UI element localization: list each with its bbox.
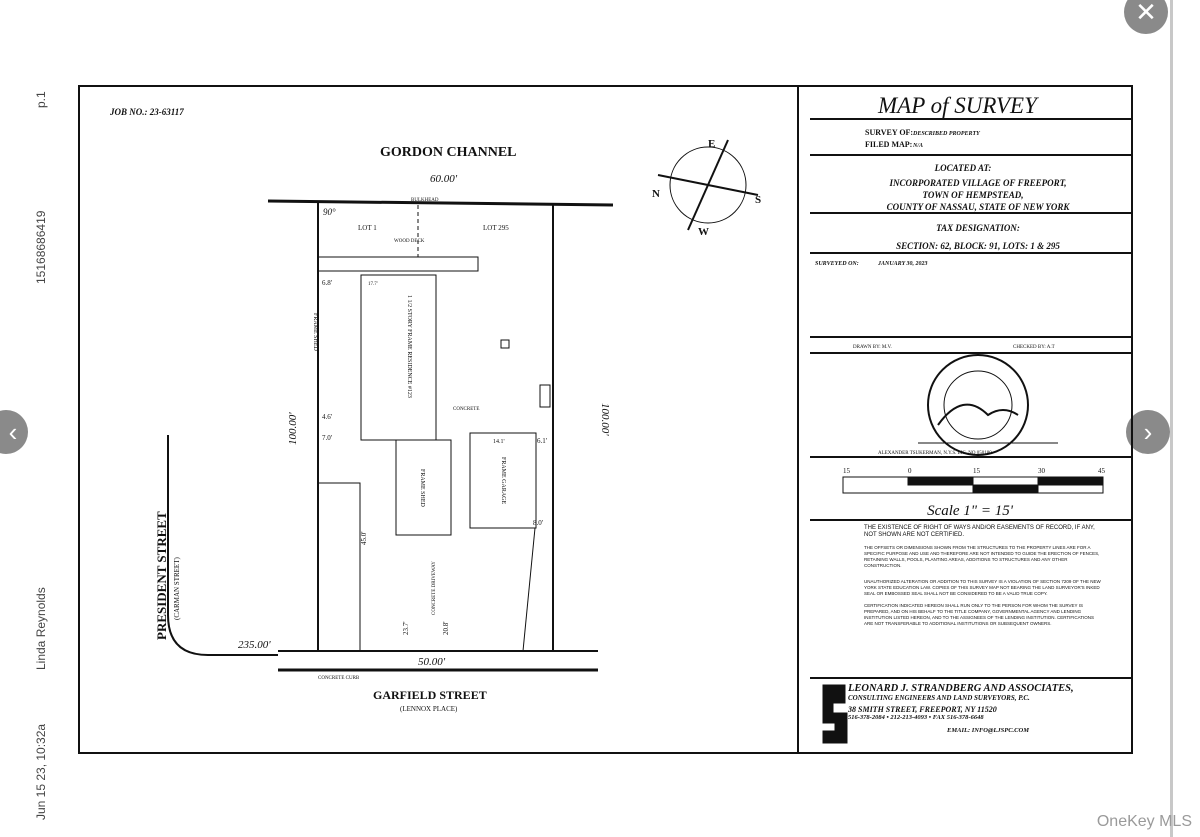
top-dimension: 60.00' xyxy=(430,173,458,185)
concrete-curb-label: CONCRETE CURB xyxy=(318,676,360,681)
close-button[interactable]: ✕ xyxy=(1124,0,1168,34)
surveyor-name: ALEXANDER TSUKERMAN, N.Y.S. LIC. NO 0501… xyxy=(878,451,992,456)
surveyed-on-value: JANUARY 30, 2023 xyxy=(877,261,928,267)
chevron-left-icon: ‹ xyxy=(8,416,18,447)
survey-title: MAP of SURVEY xyxy=(877,93,1039,118)
firm-email: EMAIL: INFO@LJSPC.COM xyxy=(947,727,1029,734)
compass-n: N xyxy=(652,188,660,200)
concrete-label: CONCRETE xyxy=(453,407,479,412)
close-icon: ✕ xyxy=(1135,0,1157,27)
firm-address: 38 SMITH STREET, FREEPORT, NY 11520 xyxy=(848,705,997,714)
corner-dimension: 235.00' xyxy=(238,639,271,651)
compass-w: W xyxy=(698,226,709,238)
south-street-alt: (LENNOX PLACE) xyxy=(400,705,458,713)
viewer-divider xyxy=(1170,0,1173,837)
dimension: 20.8' xyxy=(442,621,450,635)
dimension: 4.6' xyxy=(322,413,332,421)
fax-datetime: Jun 15 23, 10:32a xyxy=(34,723,48,820)
bottom-dimension: 50.00' xyxy=(418,656,446,668)
location-line: INCORPORATED VILLAGE OF FREEPORT, xyxy=(888,178,1066,188)
firm-block: LS LEONARD J. STRANDBERG AND ASSOCIATES,… xyxy=(848,683,1128,734)
location-line: TOWN OF HEMPSTEAD, xyxy=(923,190,1024,200)
located-at-label: LOCATED AT: xyxy=(934,163,992,173)
dimension: 6.8' xyxy=(322,279,332,287)
south-street-label: GARFIELD STREET xyxy=(373,688,487,702)
west-street-label: PRESIDENT STREET xyxy=(154,511,169,640)
fax-page: p.1 xyxy=(34,91,48,108)
firm-subtitle: CONSULTING ENGINEERS AND LAND SURVEYORS,… xyxy=(848,694,1030,702)
wood-deck-label: WOOD DECK xyxy=(394,239,425,244)
frame-shed-label: FRAME SHED xyxy=(419,469,425,508)
scale-label: Scale 1" = 15' xyxy=(927,503,1014,519)
scale-tick: 30 xyxy=(1038,467,1046,475)
watermark: OneKey MLS xyxy=(1096,813,1192,830)
residence-label: 1 1/2 STORY FRAME RESIDENCE #123 xyxy=(406,295,412,398)
dimension: 23.7' xyxy=(402,621,410,635)
drawn-by: DRAWN BY: M.V. xyxy=(853,345,892,350)
compass-e: E xyxy=(708,138,715,150)
tax-designation-label: TAX DESIGNATION: xyxy=(936,223,1020,233)
scale-tick: 15 xyxy=(973,467,981,475)
dimension: 8.0' xyxy=(533,519,543,527)
frame-garage-label: FRAME GARAGE xyxy=(500,457,506,505)
left-dimension: 100.00' xyxy=(287,412,299,445)
survey-document: JOB NO.: 23-63117 GORDON CHANNEL 60.00' … xyxy=(78,85,1133,755)
concrete-driveway-label: CONCRETE DRIVEWAY xyxy=(432,561,437,615)
checked-by: CHECKED BY: A.T xyxy=(1013,345,1055,350)
filed-map-value: N/A xyxy=(912,143,923,149)
compass-s: S xyxy=(755,194,761,206)
north-street-label: GORDON CHANNEL xyxy=(380,145,517,160)
note: THE OFFSETS OR DIMENSIONS SHOWN FROM THE… xyxy=(864,545,1100,568)
west-street-alt: (CARMAN STREET) xyxy=(173,557,181,620)
fax-number: 15168686419 xyxy=(34,210,48,284)
firm-phones: 516-378-2084 • 212-213-4093 • FAX 516-37… xyxy=(848,714,984,721)
surveyed-on-label: SURVEYED ON: xyxy=(815,261,859,267)
next-button[interactable]: › xyxy=(1126,410,1170,454)
note: THE EXISTENCE OF RIGHT OF WAYS AND/OR EA… xyxy=(864,525,1095,538)
bulkhead-label: BULKHEAD xyxy=(411,198,439,203)
note: CERTIFICATION INDICATED HEREON SHALL RUN… xyxy=(864,603,1095,626)
scale-tick: 45 xyxy=(1098,467,1106,475)
firm-name: LEONARD J. STRANDBERG AND ASSOCIATES, xyxy=(848,683,1074,694)
lot295-label: LOT 295 xyxy=(483,224,509,232)
scale-tick: 0 xyxy=(908,467,912,475)
angle-label: 90° xyxy=(323,207,336,217)
prev-button[interactable]: ‹ xyxy=(0,410,28,454)
scale-tick: 15 xyxy=(843,467,851,475)
survey-drawing: JOB NO.: 23-63117 GORDON CHANNEL 60.00' … xyxy=(78,85,1133,754)
chevron-right-icon: › xyxy=(1143,416,1153,447)
survey-notes: THE EXISTENCE OF RIGHT OF WAYS AND/OR EA… xyxy=(864,525,1104,627)
note: UNAUTHORIZED ALTERATION OR ADDITION TO T… xyxy=(864,579,1101,596)
fax-sender: Linda Reynolds xyxy=(34,587,48,670)
filed-map-label: FILED MAP: xyxy=(865,140,912,149)
survey-of-value: DESCRIBED PROPERTY xyxy=(912,131,981,137)
lot1-label: LOT 1 xyxy=(358,224,377,232)
dimension: 6.1' xyxy=(537,437,547,445)
right-dimension: 100.00' xyxy=(599,403,611,436)
location-line: COUNTY OF NASSAU, STATE OF NEW YORK xyxy=(887,202,1071,212)
tax-designation-value: SECTION: 62, BLOCK: 91, LOTS: 1 & 295 xyxy=(896,241,1060,251)
dimension: 7.0' xyxy=(322,434,332,442)
frame-shed-top-label: FRAME SHED xyxy=(312,313,318,352)
survey-of-label: SURVEY OF: xyxy=(865,128,913,137)
dimension: 45.0' xyxy=(360,531,368,545)
dimension: 17.7' xyxy=(368,282,378,287)
job-number: JOB NO.: 23-63117 xyxy=(109,107,184,117)
dimension: 14.1' xyxy=(493,439,505,445)
